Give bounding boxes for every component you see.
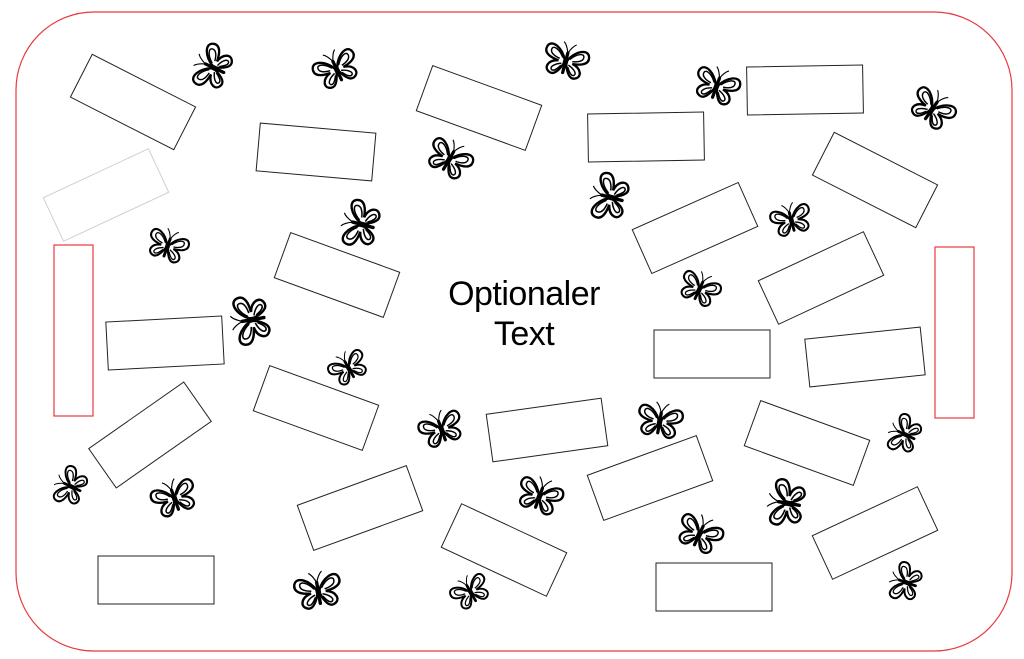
butterfly-icon [584,168,633,226]
label-slot [296,464,424,552]
label-slot [255,122,377,182]
label-slot [88,381,212,489]
butterfly-icon [142,222,194,267]
label-slot [586,434,714,522]
handle-cutout-right [934,246,975,419]
butterfly-icon [671,506,729,559]
butterfly-icon [633,397,687,442]
label-slot [743,399,871,487]
butterfly-icon [185,38,238,96]
butterfly-icon [225,291,274,349]
butterfly-icon [904,79,963,136]
optional-text-line-2: Text [493,315,555,353]
tray-border [15,11,1013,652]
label-slot [653,329,771,379]
butterfly-icon [290,566,346,613]
label-slot [631,181,759,275]
butterfly-icon [145,471,202,522]
butterfly-icon [47,461,93,511]
handle-cutout-left [53,244,94,417]
butterfly-icon [538,36,594,83]
label-slot [757,231,885,325]
butterfly-icon [322,343,373,390]
label-slot [440,503,568,597]
butterfly-icon [881,409,927,459]
butterfly-icon [674,264,727,312]
label-slot [485,397,609,463]
butterfly-icon [444,567,495,614]
butterfly-icon [413,403,469,452]
butterfly-icon [762,475,809,531]
label-slot [811,486,939,580]
label-slot [746,64,864,116]
label-slot [252,364,380,452]
butterfly-icon [689,59,746,110]
butterfly-icon [766,197,816,240]
label-slot [69,53,197,151]
label-slot [655,562,773,612]
optional-text-line-1: Optionaler [448,275,600,313]
label-slot [97,555,215,605]
label-slot [811,131,939,229]
label-slot [105,315,225,371]
butterfly-icon [307,41,365,94]
butterfly-icon [335,195,384,253]
label-slot [587,111,705,163]
label-slot [42,148,170,242]
butterfly-icon [883,557,926,606]
butterfly-icon [512,469,569,520]
label-slot [273,231,401,319]
optional-text: Optionaler Text [412,274,636,354]
butterfly-icon [421,130,480,185]
label-slot [415,64,543,152]
label-slot [804,326,926,388]
